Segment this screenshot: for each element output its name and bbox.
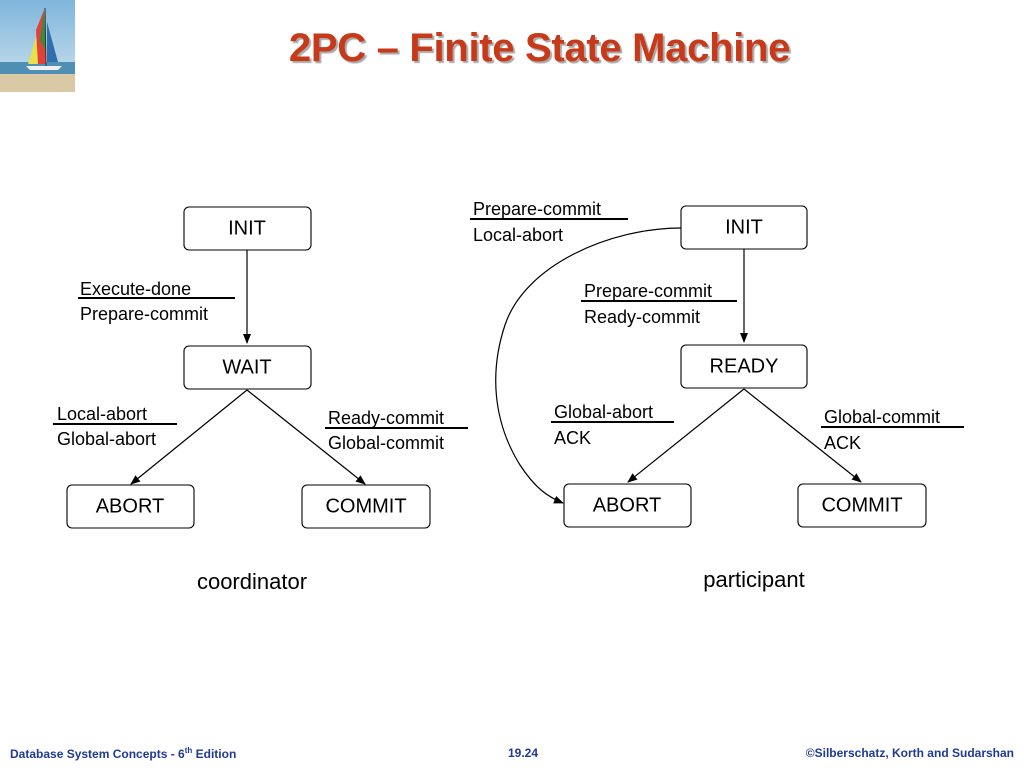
footer-page-number: 19.24 (508, 746, 539, 760)
state-init: INIT (680, 205, 808, 250)
state-label: INIT (725, 216, 763, 238)
transition-action: Ready-commit (584, 307, 700, 327)
transition-action: ACK (554, 428, 591, 448)
transition-event: Prepare-commit (473, 199, 601, 219)
edge-ready-to-commit (743, 388, 862, 483)
state-init: INIT (183, 206, 312, 251)
transition-event: Global-abort (554, 402, 653, 422)
transition-label-wait-abort: Local-abort Global-abort (53, 404, 177, 449)
state-label: COMMIT (821, 494, 902, 516)
state-label: WAIT (222, 356, 271, 378)
footer-book-sup: th (184, 746, 193, 755)
sailboat-logo-image (0, 0, 75, 92)
transition-event: Prepare-commit (584, 281, 712, 301)
state-abort: ABORT (66, 484, 195, 529)
participant-caption: participant (703, 567, 805, 592)
coordinator-fsm: INIT WAIT ABORT COMMIT Execute-done Prep… (53, 206, 468, 594)
state-abort: ABORT (563, 483, 692, 528)
coordinator-caption: coordinator (197, 569, 307, 594)
state-label: ABORT (593, 494, 662, 516)
transition-event: Execute-done (80, 279, 191, 299)
transition-event: Global-commit (824, 407, 940, 427)
state-label: READY (710, 355, 779, 377)
participant-fsm: INIT READY ABORT COMMIT Prepare-commit L… (470, 199, 964, 592)
edge-wait-to-commit (246, 389, 366, 485)
transition-label-ready-abort: Global-abort ACK (551, 402, 674, 448)
transition-label-wait-commit: Ready-commit Global-commit (325, 408, 468, 453)
transition-action: ACK (824, 433, 861, 453)
transition-action: Prepare-commit (80, 304, 208, 324)
transition-action: Local-abort (473, 225, 563, 245)
edge-wait-to-abort (130, 389, 248, 485)
transition-action: Global-commit (328, 433, 444, 453)
state-wait: WAIT (183, 345, 312, 390)
footer-book-title: Database System Concepts - 6th Edition (10, 746, 236, 761)
transition-label-init-abort: Prepare-commit Local-abort (470, 199, 628, 245)
slide-title: 2PC – Finite State Machine (288, 26, 791, 70)
footer-book-suffix: Edition (192, 747, 237, 761)
transition-event: Ready-commit (328, 408, 444, 428)
state-commit: COMMIT (797, 483, 927, 528)
transition-label-ready-commit: Global-commit ACK (821, 407, 964, 453)
edge-init-to-abort (495, 227, 682, 504)
state-ready: READY (680, 344, 808, 389)
transition-action: Global-abort (57, 429, 156, 449)
edge-ready-to-abort (627, 388, 745, 483)
state-label: INIT (228, 217, 266, 239)
transition-label-init-ready: Prepare-commit Ready-commit (581, 281, 737, 327)
state-label: ABORT (96, 495, 165, 517)
state-commit: COMMIT (301, 484, 431, 529)
transition-event: Local-abort (57, 404, 147, 424)
transition-label-init-wait: Execute-done Prepare-commit (78, 279, 235, 324)
state-label: COMMIT (325, 495, 406, 517)
footer-copyright: ©Silberschatz, Korth and Sudarshan (805, 746, 1014, 760)
footer-book-prefix: Database System Concepts - 6 (10, 747, 185, 761)
